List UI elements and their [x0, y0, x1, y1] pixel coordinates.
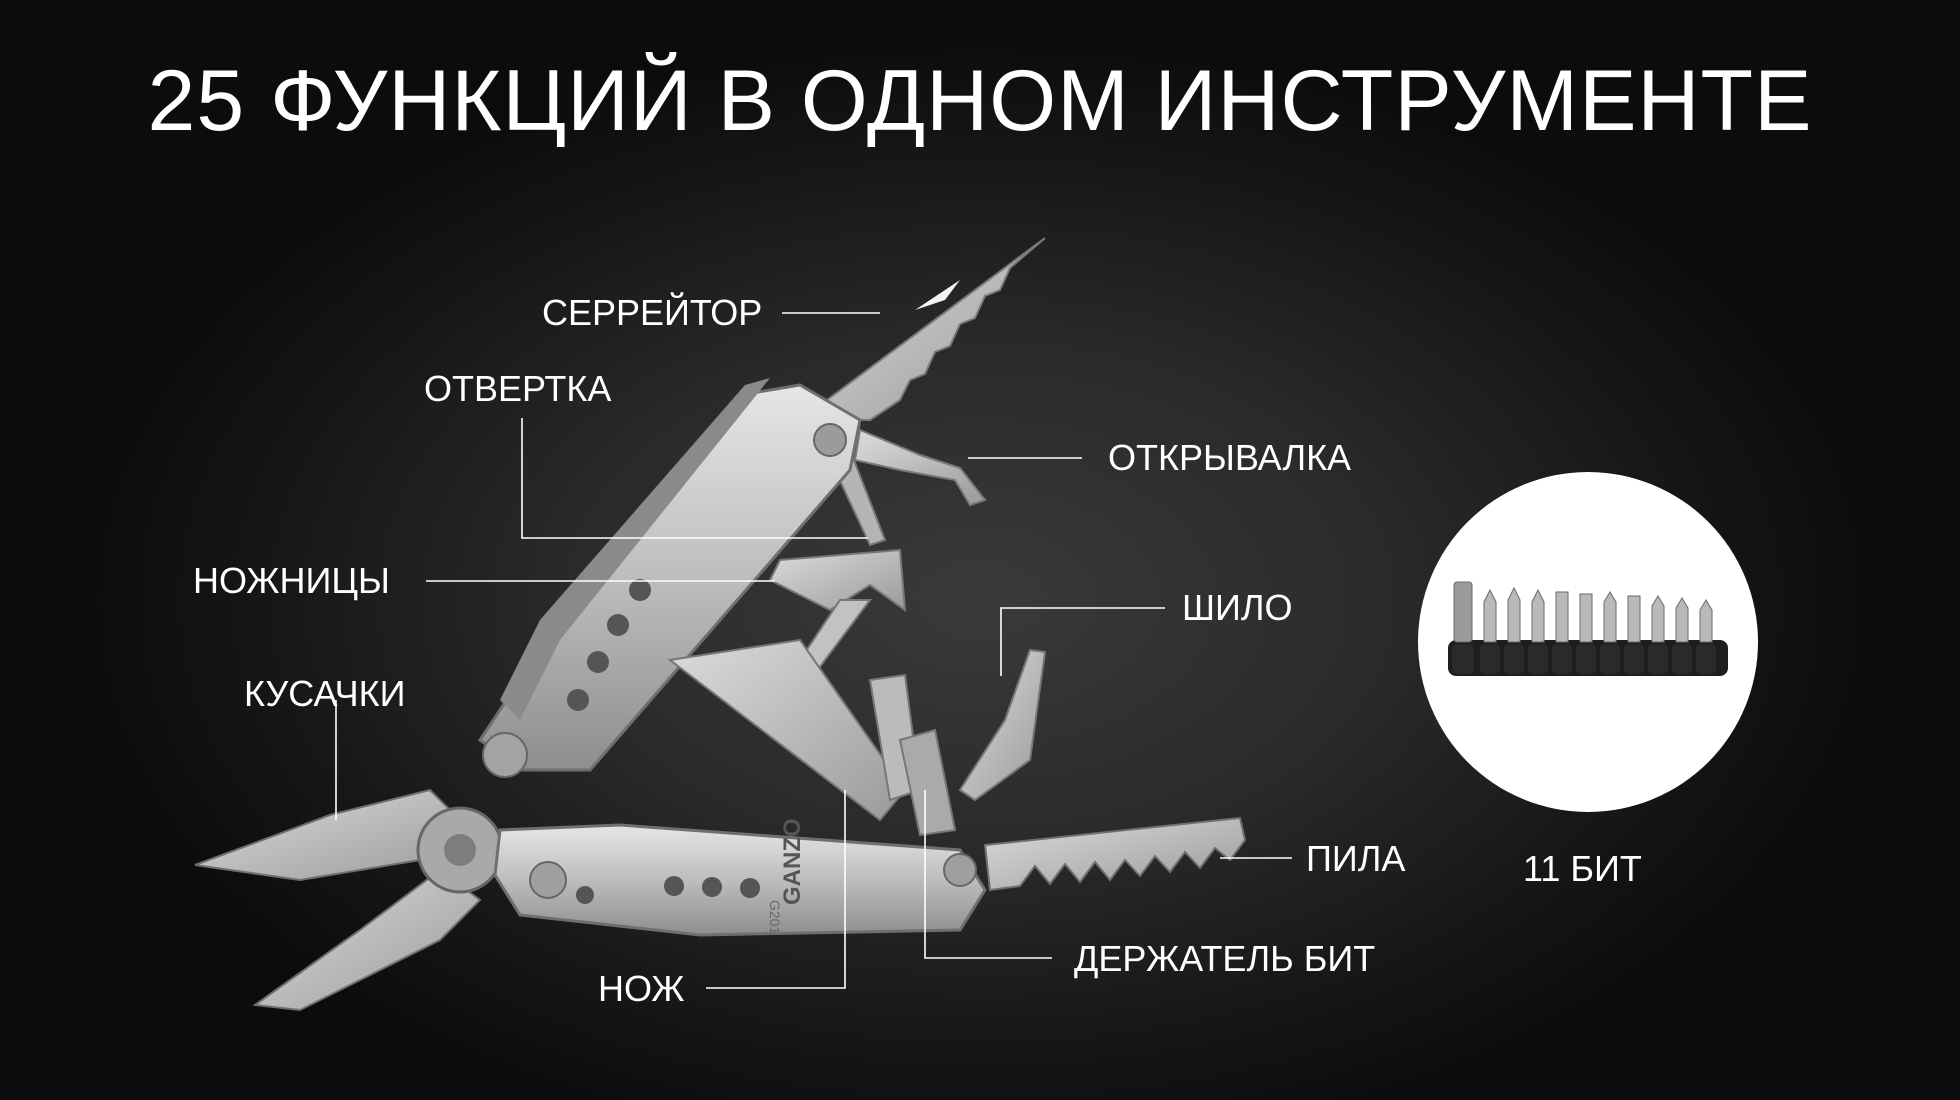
saw-blade — [983, 816, 1247, 892]
callout-bit-holder: ДЕРЖАТЕЛЬ БИТ — [1074, 938, 1376, 979]
opener-tool — [853, 428, 987, 507]
callout-screwdriver: ОТВЕРТКА — [424, 368, 612, 409]
bits-illustration — [1448, 581, 1728, 676]
bottom-handle: GANZO G201 — [493, 818, 987, 937]
callout-serrator: СЕРРЕЙТОР — [542, 292, 763, 333]
bits-set-image — [1418, 472, 1758, 812]
leader-lines — [335, 312, 1292, 989]
bits-count-label: 11 БИТ — [1523, 848, 1642, 889]
knife-blade — [667, 638, 907, 822]
model-number: G201 — [767, 900, 783, 934]
callout-scissors: НОЖНИЦЫ — [193, 560, 390, 601]
top-handle — [477, 378, 862, 778]
pliers-head — [194, 788, 504, 1012]
callout-saw: ПИЛА — [1306, 838, 1406, 879]
scissors-tool — [768, 548, 907, 613]
page-title: 25 ФУНКЦИЙ В ОДНОМ ИНСТРУМЕНТЕ — [147, 53, 1813, 149]
serrator-blade — [796, 237, 1046, 421]
callout-pliers: КУСАЧКИ — [244, 673, 406, 714]
callout-opener: ОТКРЫВАЛКА — [1108, 437, 1352, 478]
callout-knife: НОЖ — [598, 968, 685, 1009]
callout-awl: ШИЛО — [1182, 587, 1293, 628]
awl-tool — [958, 648, 1047, 802]
brand-logo: GANZO — [779, 818, 806, 905]
bit-holder — [898, 728, 957, 837]
